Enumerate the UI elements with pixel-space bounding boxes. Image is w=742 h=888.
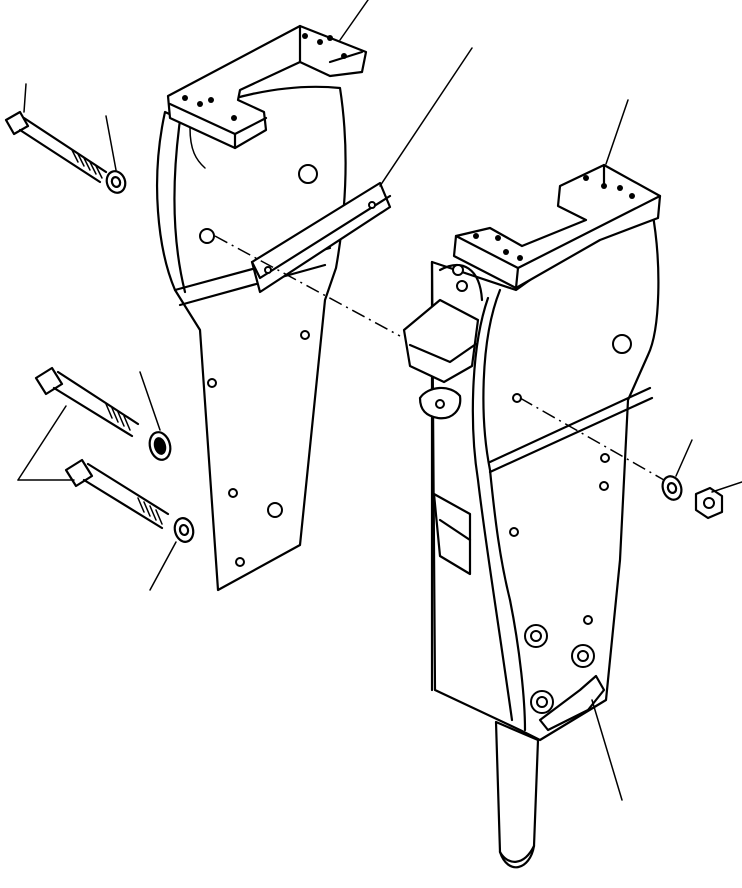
alignment-lines — [214, 235, 665, 481]
long-bolt-middle — [34, 366, 140, 438]
right-breaker-body — [430, 208, 660, 742]
pivot-bracket — [402, 264, 484, 420]
washer-top — [105, 170, 127, 194]
retainer-clip — [538, 674, 606, 732]
callout-leaders — [17, 0, 742, 801]
left-top-bracket — [166, 24, 368, 150]
chisel-tool — [494, 720, 540, 869]
nut-right — [694, 486, 724, 520]
long-bolt-top — [4, 110, 108, 184]
washer-right — [661, 475, 683, 501]
left-side-plate — [155, 85, 347, 592]
spacer-plate — [250, 181, 392, 294]
lock-washer-middle — [148, 431, 172, 461]
washer-lower — [173, 517, 195, 543]
right-top-bracket — [452, 163, 662, 290]
long-bolt-lower — [64, 458, 170, 530]
